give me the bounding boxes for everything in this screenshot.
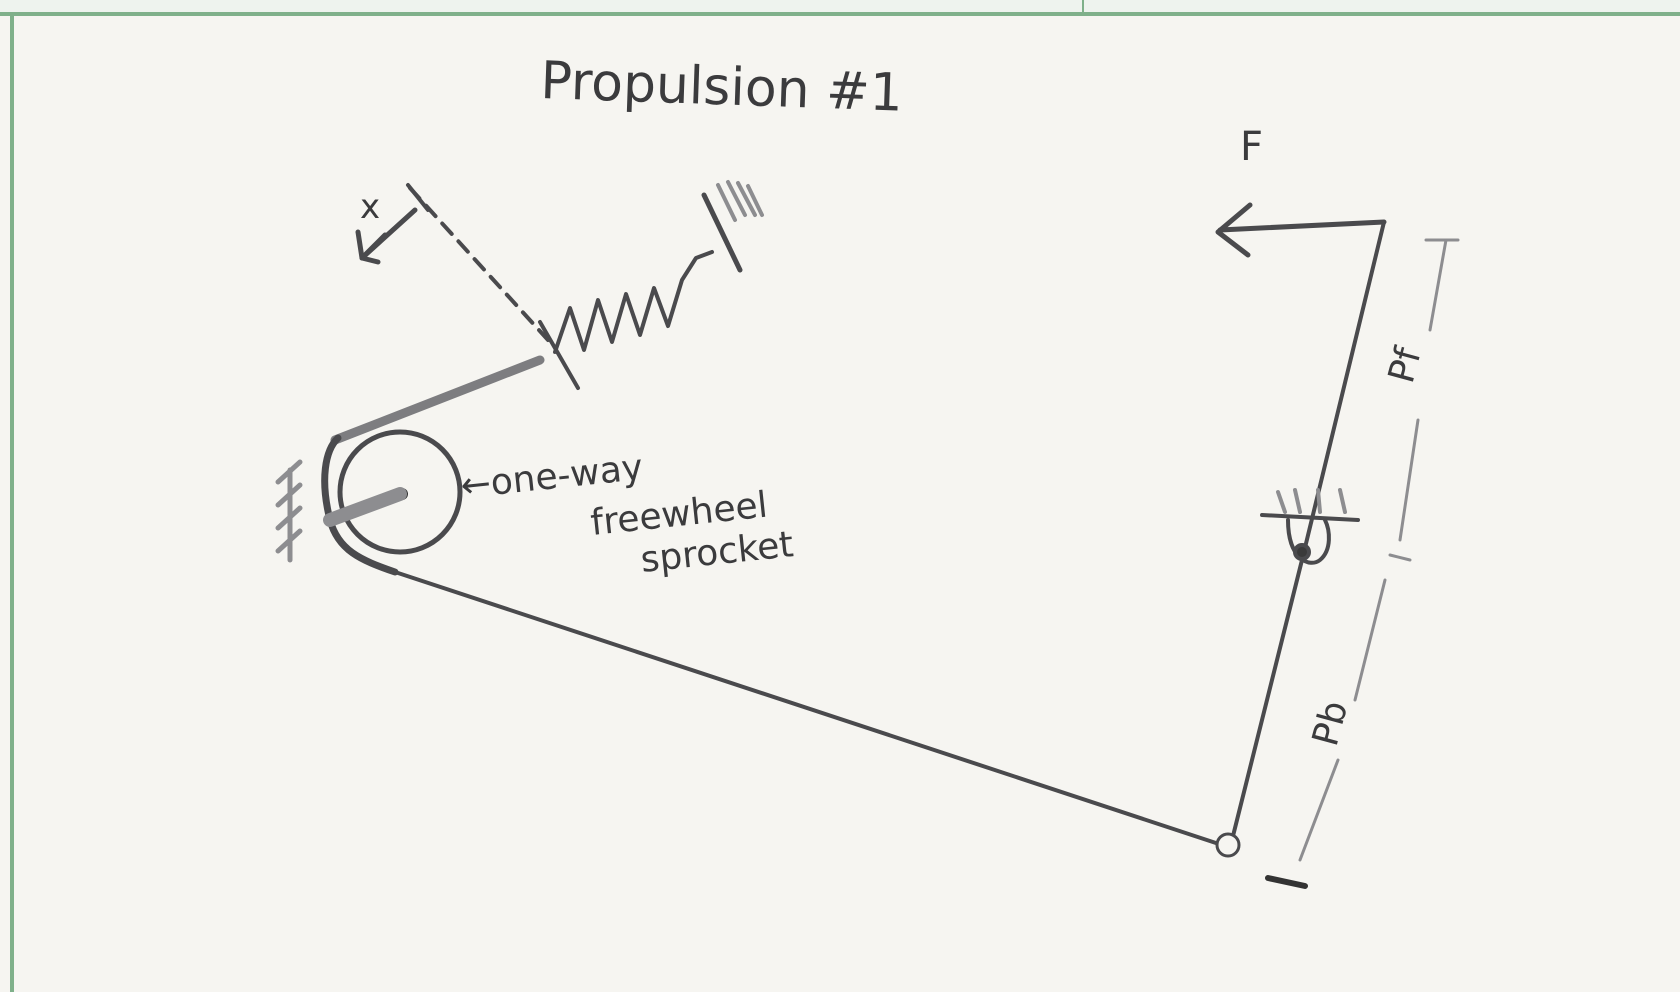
wall-mount-hatch	[275, 459, 303, 563]
annotation-line-1: ←one-way	[459, 447, 645, 507]
x-label: x	[360, 187, 380, 227]
diagram-title: Propulsion #1	[540, 51, 904, 124]
x-arrow	[355, 207, 418, 265]
force-arrow	[1215, 202, 1387, 258]
spring-assembly	[406, 180, 764, 390]
pedal-lever	[1215, 220, 1386, 858]
force-label: F	[1240, 124, 1263, 170]
freewheel-sprocket	[323, 429, 463, 555]
sprocket-annotation: ←one-way freewheel sprocket	[459, 447, 796, 581]
pf-label: Pf	[1381, 342, 1430, 387]
pivot-support	[1260, 488, 1360, 565]
cable	[321, 355, 1224, 847]
dimension-line	[1265, 238, 1460, 889]
pb-label: Pb	[1305, 697, 1356, 751]
